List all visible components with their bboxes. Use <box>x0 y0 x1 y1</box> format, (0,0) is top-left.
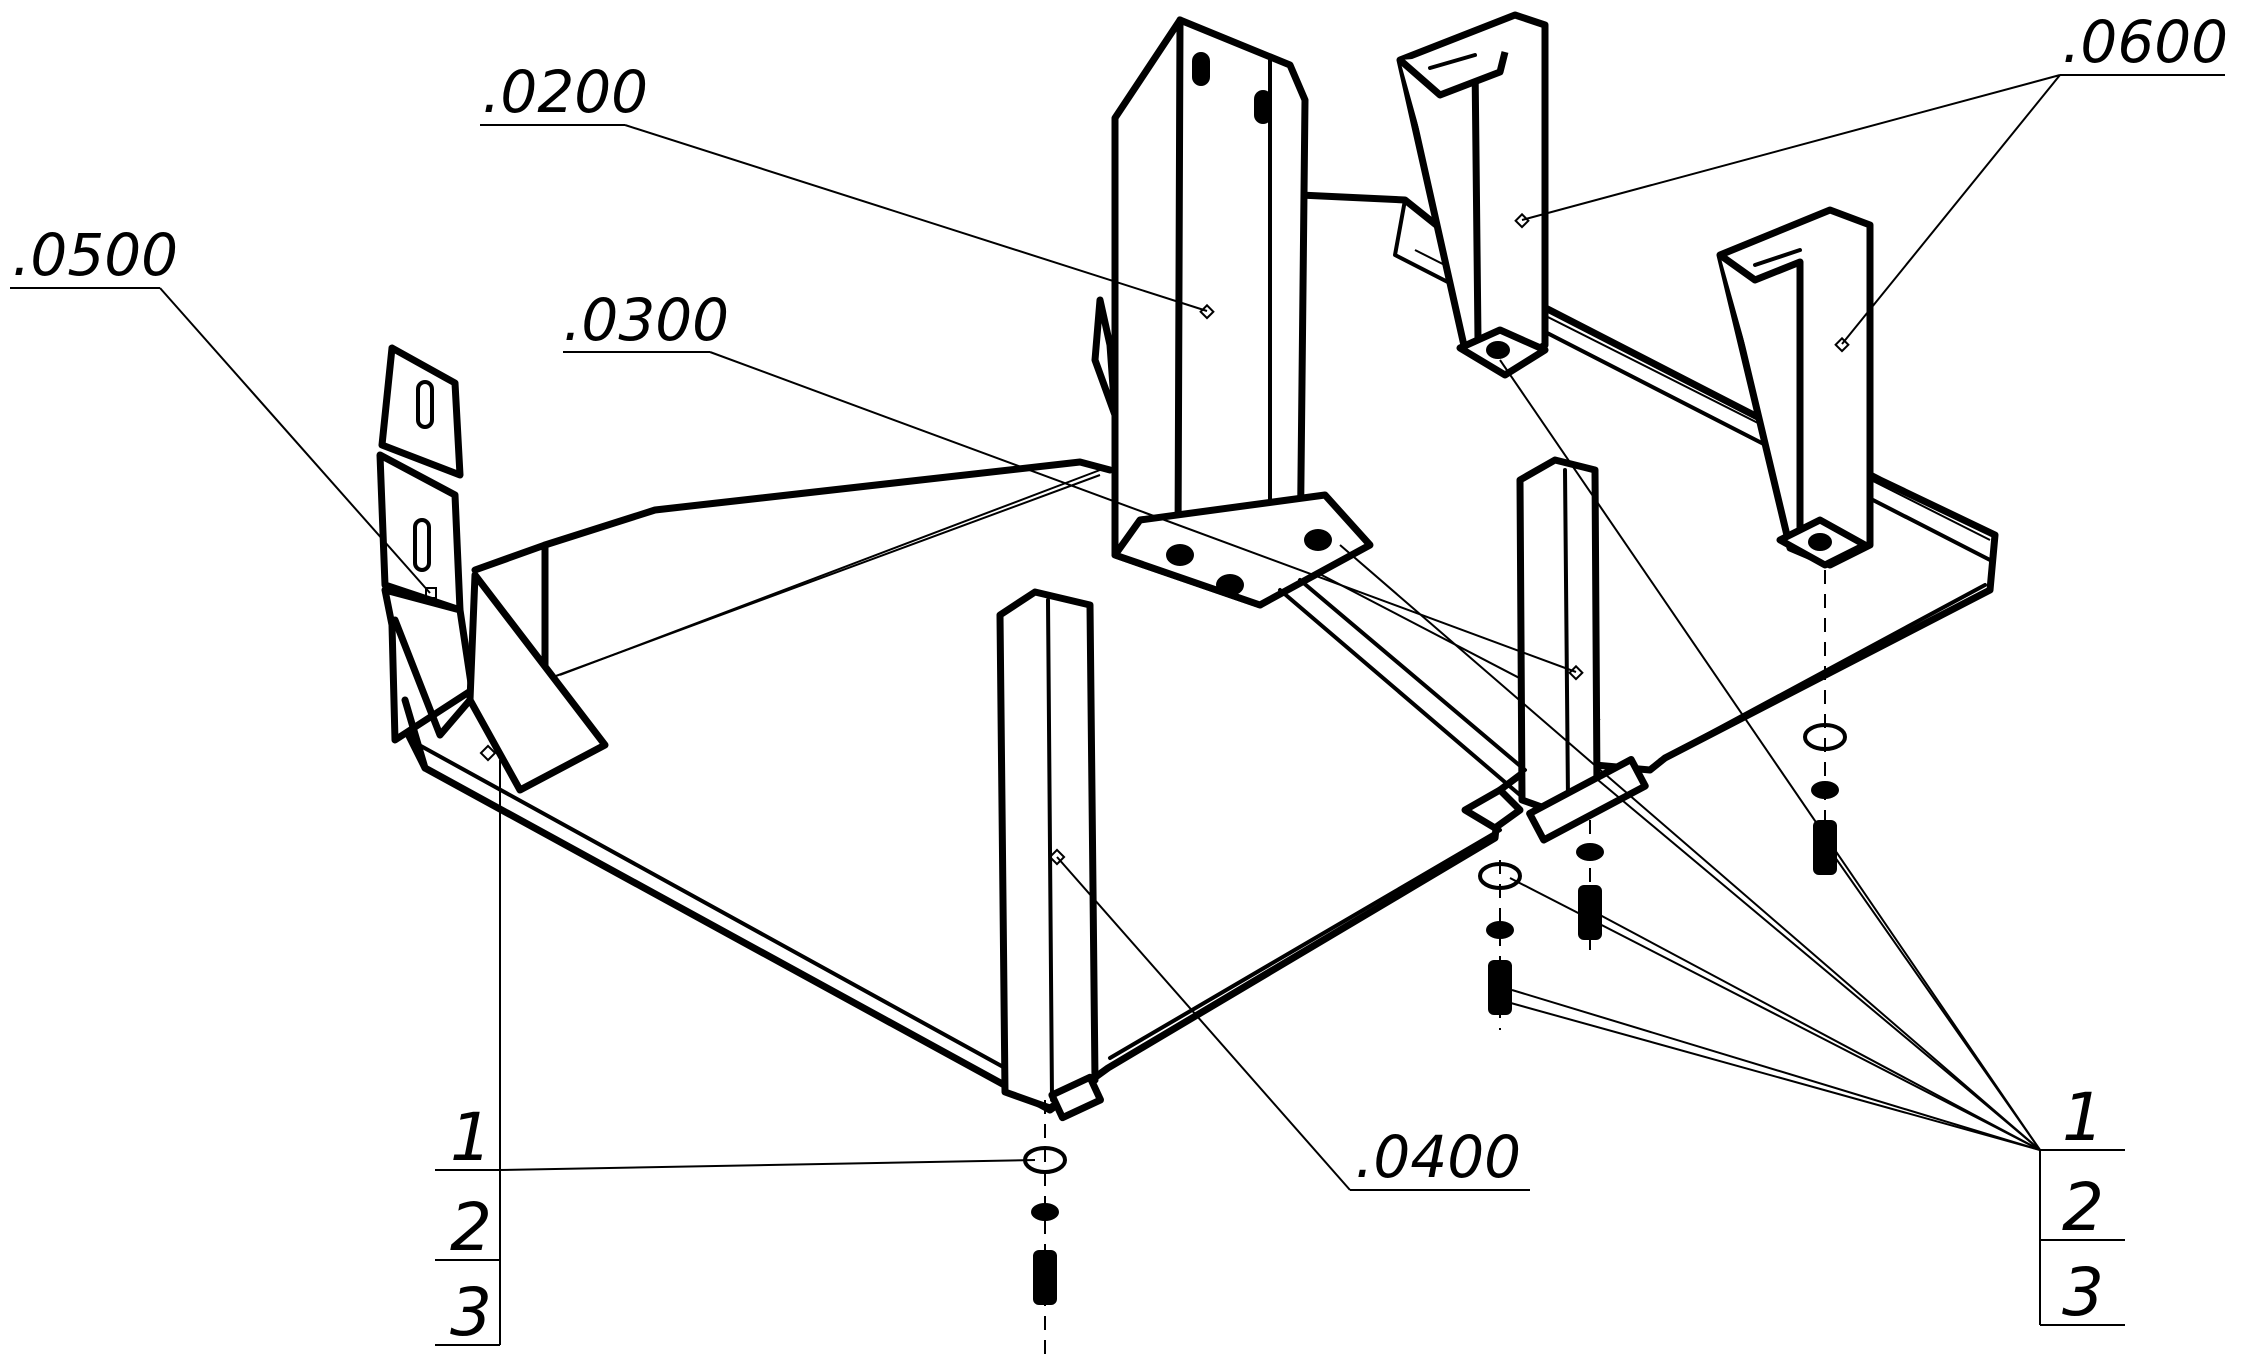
left-stack-item-2: 2 <box>450 1189 492 1266</box>
bracket-0400 <box>996 588 1105 1122</box>
label-0300: .0300 <box>563 286 729 354</box>
right-stack-item-3: 3 <box>2062 1254 2104 1331</box>
bracket-0600-b <box>1716 206 1874 569</box>
right-stack-item-2: 2 <box>2062 1169 2104 1246</box>
label-0500: .0500 <box>12 221 178 289</box>
label-0600: .0600 <box>2062 8 2228 76</box>
left-stack-item-3: 3 <box>450 1274 492 1351</box>
bracket-0200 <box>1091 16 1374 609</box>
label-0400: .0400 <box>1355 1123 1521 1191</box>
fastener-stack-mid2 <box>1576 820 1604 950</box>
fastener-stack-mid <box>1478 860 1522 1030</box>
label-0200: .0200 <box>482 58 648 126</box>
left-stack-item-1: 1 <box>450 1099 492 1176</box>
bracket-0600-a <box>1396 11 1549 379</box>
fastener-stack-front <box>1023 1100 1067 1360</box>
leader-lines <box>10 74 2225 1346</box>
bracket-0500 <box>376 344 609 794</box>
fastener-stack-right <box>1803 570 1847 880</box>
right-stack-item-1: 1 <box>2062 1079 2104 1156</box>
bracket-0300 <box>1278 456 1649 844</box>
